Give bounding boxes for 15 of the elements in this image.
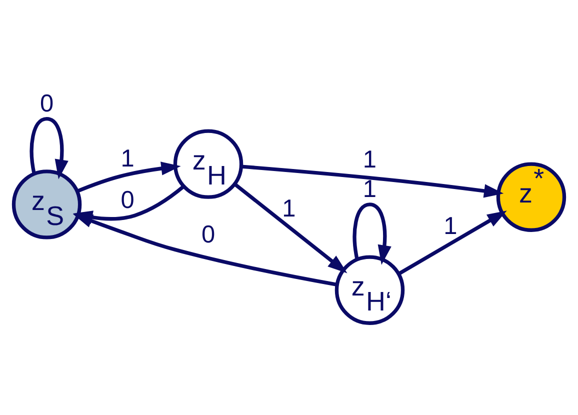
- edge-label: 1: [362, 176, 377, 204]
- edge-label: 1: [282, 196, 296, 223]
- arrow: [234, 182, 348, 274]
- edge-label: 0: [40, 90, 54, 118]
- edge-label: 1: [362, 146, 377, 174]
- arrow: [72, 214, 338, 286]
- arrow: [241, 164, 504, 198]
- edge-label: 0: [120, 187, 134, 214]
- edge-label: 1: [120, 146, 134, 173]
- edge-label: 1: [444, 212, 458, 240]
- arrow: [76, 162, 181, 193]
- edge-label: 0: [201, 221, 216, 248]
- arrow: [30, 116, 68, 180]
- arrow: [398, 210, 507, 276]
- arrow: [352, 202, 392, 265]
